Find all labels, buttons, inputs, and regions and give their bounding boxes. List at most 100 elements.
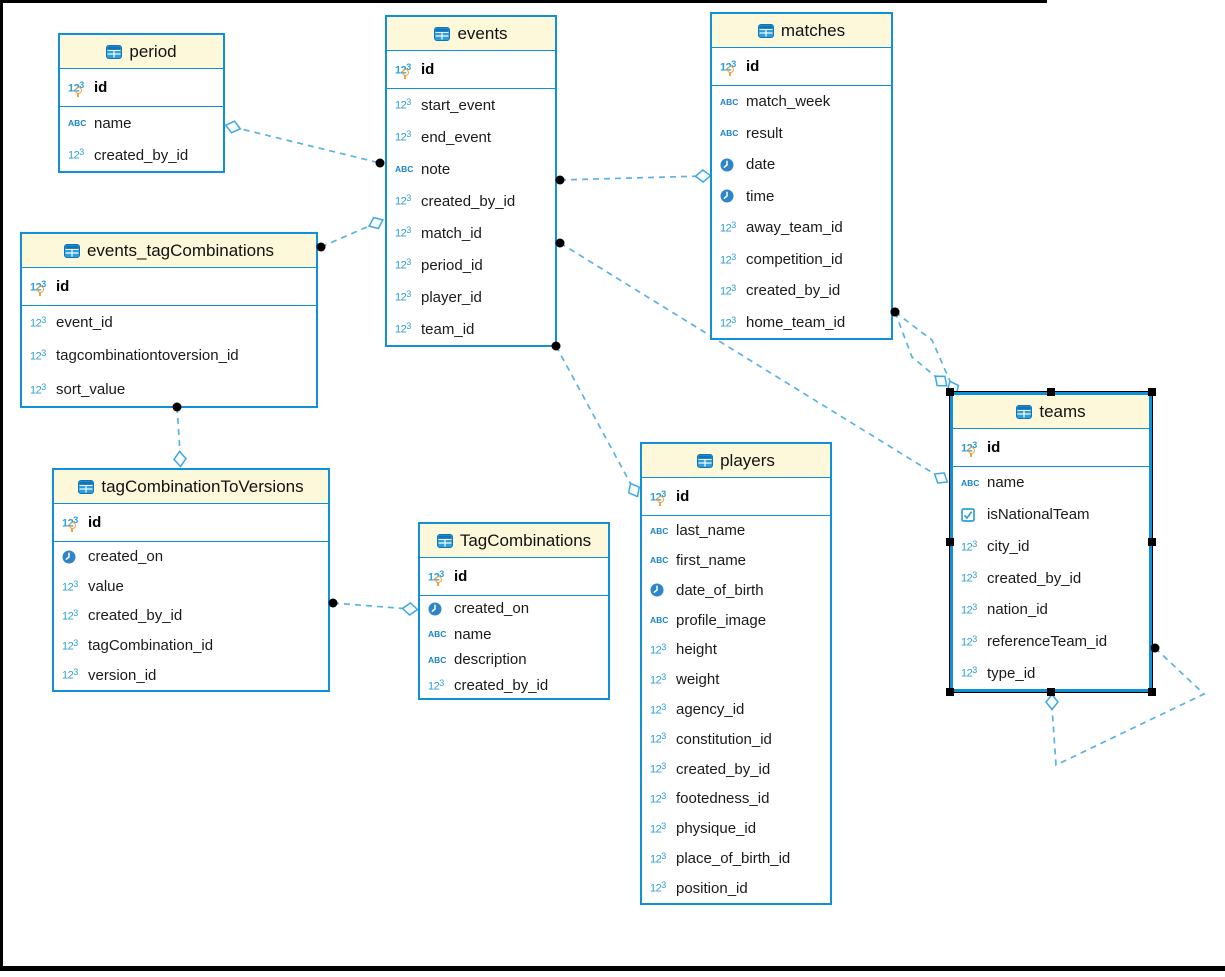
selection-handle-ml[interactable] xyxy=(946,538,954,546)
column-name: id xyxy=(94,79,108,96)
selection-handle-tl[interactable] xyxy=(946,388,954,396)
column-row-time[interactable]: time xyxy=(712,181,891,213)
numeric-icon: 123 xyxy=(395,289,411,304)
primary-key-icon: 123 xyxy=(650,488,666,507)
table-header[interactable]: tagCombinationToVersions xyxy=(54,470,328,504)
table-header[interactable]: players xyxy=(642,444,830,478)
relation-matches-teams[interactable] xyxy=(894,311,954,389)
primary-key-icon: 123 xyxy=(68,79,84,98)
relation-period-events[interactable] xyxy=(232,126,381,164)
selection-handle-tr[interactable] xyxy=(1148,388,1156,396)
selection-handle-br[interactable] xyxy=(1148,688,1156,696)
relation-teams-teams[interactable] xyxy=(1051,647,1206,767)
primary-key-icon: 123 xyxy=(720,58,736,77)
selection-handle-tm[interactable] xyxy=(1047,388,1055,396)
column-name: created_by_id xyxy=(454,676,549,694)
numeric-icon: 123 xyxy=(650,761,666,776)
relation-events_tagCombinations-tagCombinationToVersions[interactable] xyxy=(176,406,181,453)
relation-matches-teams[interactable] xyxy=(894,311,942,382)
table-header[interactable]: events xyxy=(387,17,555,51)
column-row-created_on[interactable]: created_on xyxy=(420,596,608,622)
column-row-created_on[interactable]: created_on xyxy=(54,542,328,572)
table-header[interactable]: matches xyxy=(712,14,891,48)
pk-column-row-id[interactable]: 123 id xyxy=(60,69,223,107)
relation-events-matches[interactable] xyxy=(559,175,704,181)
relation-tagCombinationToVersions-TagCombinations[interactable] xyxy=(332,602,411,610)
table-header[interactable]: events_tagCombinations xyxy=(22,234,316,268)
table-icon xyxy=(1016,404,1033,419)
table-header[interactable]: teams xyxy=(953,395,1149,429)
selection-handle-mr[interactable] xyxy=(1148,538,1156,546)
column-row-date_of_birth[interactable]: date_of_birth xyxy=(642,576,830,606)
selection-handle-bl[interactable] xyxy=(946,688,954,696)
relation-events-teams[interactable] xyxy=(559,242,942,479)
table-header[interactable]: period xyxy=(60,35,223,69)
relation-events-players[interactable] xyxy=(555,345,635,491)
selection-handle-bm[interactable] xyxy=(1047,688,1055,696)
table-header[interactable]: TagCombinations xyxy=(420,524,608,558)
column-row-date[interactable]: date xyxy=(712,149,891,181)
column-row-isNationalTeam[interactable]: isNationalTeam xyxy=(953,499,1149,531)
